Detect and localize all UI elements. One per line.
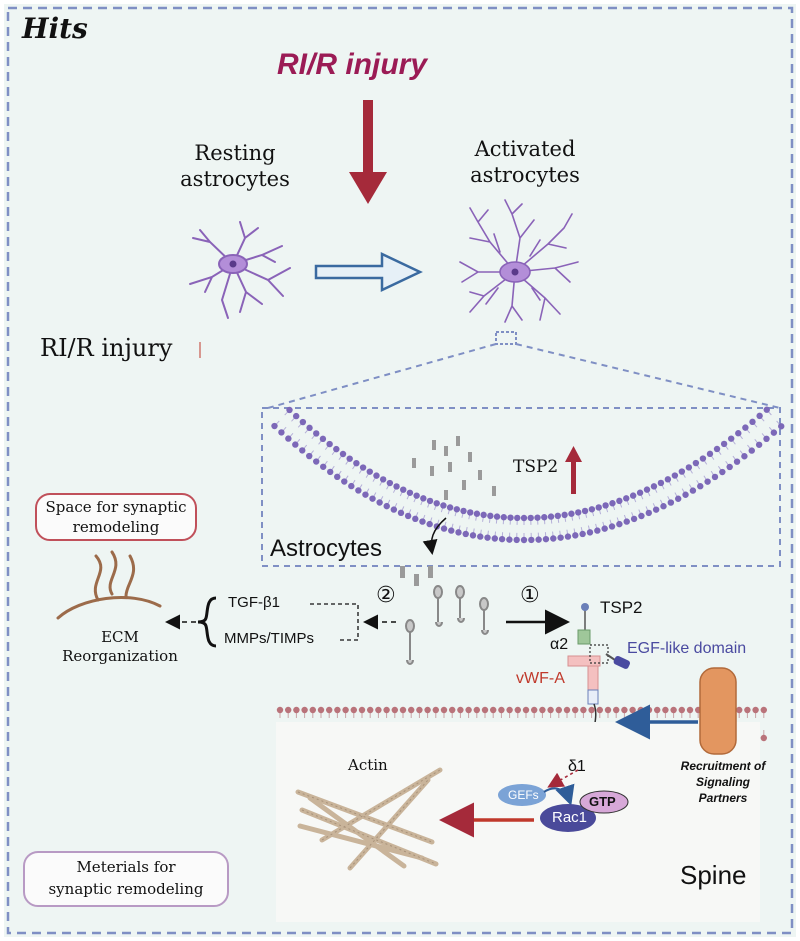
ecm-label: ECM Reorganization xyxy=(60,628,180,666)
ecm-fibers-icon xyxy=(56,550,162,620)
ecm-label-line1: ECM xyxy=(101,628,139,646)
resting-label-line2: astrocytes xyxy=(180,167,290,191)
astrocyte-membrane xyxy=(271,406,785,544)
space-box-line2: remodeling xyxy=(72,518,160,536)
activation-arrow xyxy=(314,252,423,292)
tgf-mmp-connector xyxy=(310,603,359,641)
tgf-label: TGF-β1 xyxy=(228,594,280,611)
activated-label: Activated astrocytes xyxy=(455,136,595,188)
resting-astrocyte-icon xyxy=(189,221,291,319)
activated-astrocyte-icon xyxy=(459,199,579,323)
zoom-lines xyxy=(267,343,781,409)
curly-brace xyxy=(197,596,217,648)
tsp2-molecules-cluster xyxy=(412,436,496,500)
injury-title: RI/R injury xyxy=(277,48,428,81)
space-box-line1: Space for synaptic xyxy=(45,498,187,516)
mmps-label: MMPs/TIMPs xyxy=(224,630,314,647)
zoom-box xyxy=(261,407,781,567)
activated-label-line1: Activated xyxy=(474,137,576,161)
recruitment-protein xyxy=(699,667,737,755)
spine-label: Spine xyxy=(680,860,747,890)
space-for-remodeling-box xyxy=(35,493,197,541)
gtp-molecule xyxy=(579,790,629,814)
panel-frame xyxy=(6,6,794,935)
astrocytes-label: Astrocytes xyxy=(270,535,383,562)
materials-box-text: Meterials for synaptic remodeling xyxy=(24,856,228,900)
space-box-text: Space for synaptic remodeling xyxy=(36,497,196,537)
delta1-to-gefs-arrow xyxy=(547,769,579,788)
released-tsp2-molecules xyxy=(400,566,489,665)
resting-label-line1: Resting xyxy=(194,141,276,165)
delta1-label: δ1 xyxy=(568,758,586,775)
gefs-to-rac1-arrow xyxy=(543,783,575,806)
panel-title: Hits xyxy=(22,12,88,45)
recruitment-line2: Signaling xyxy=(696,775,750,789)
egf-label: EGF-like domain xyxy=(627,640,747,657)
gefs-label: GEFs xyxy=(508,788,539,802)
materials-line1: Meterials for xyxy=(76,858,176,876)
recruitment-line1: Recruitment of xyxy=(680,759,766,773)
actin-label: Actin xyxy=(348,756,388,774)
recruitment-line3: Partners xyxy=(698,791,748,805)
zoom-source-box xyxy=(495,331,517,345)
gtp-label: GTP xyxy=(589,794,616,809)
tsp2-increase-label: TSP2 xyxy=(513,457,559,477)
materials-box xyxy=(23,851,229,907)
recruitment-label: Recruitment of Signaling Partners xyxy=(664,758,782,806)
rac1-molecule xyxy=(540,804,596,832)
vwf-label: vWF-A xyxy=(516,670,565,687)
alpha2-label: α2 xyxy=(550,636,569,653)
ecm-label-line2: Reorganization xyxy=(62,647,178,665)
step1-marker: ① xyxy=(520,582,540,607)
secretion-arrow xyxy=(422,517,447,555)
materials-line2: synaptic remodeling xyxy=(48,880,204,898)
tsp2-increase-arrow xyxy=(565,446,582,494)
tsp2-receptor-label: TSP2 xyxy=(600,598,643,617)
rac1-label: Rac1 xyxy=(552,809,588,826)
activated-label-line2: astrocytes xyxy=(470,163,580,187)
resting-label: Resting astrocytes xyxy=(170,140,300,192)
side-injury-label: RI/R injury xyxy=(40,334,173,362)
gefs-molecule xyxy=(498,784,546,806)
step2-marker: ② xyxy=(376,582,396,607)
injury-down-arrow xyxy=(349,100,387,204)
actin-filaments xyxy=(295,767,443,871)
